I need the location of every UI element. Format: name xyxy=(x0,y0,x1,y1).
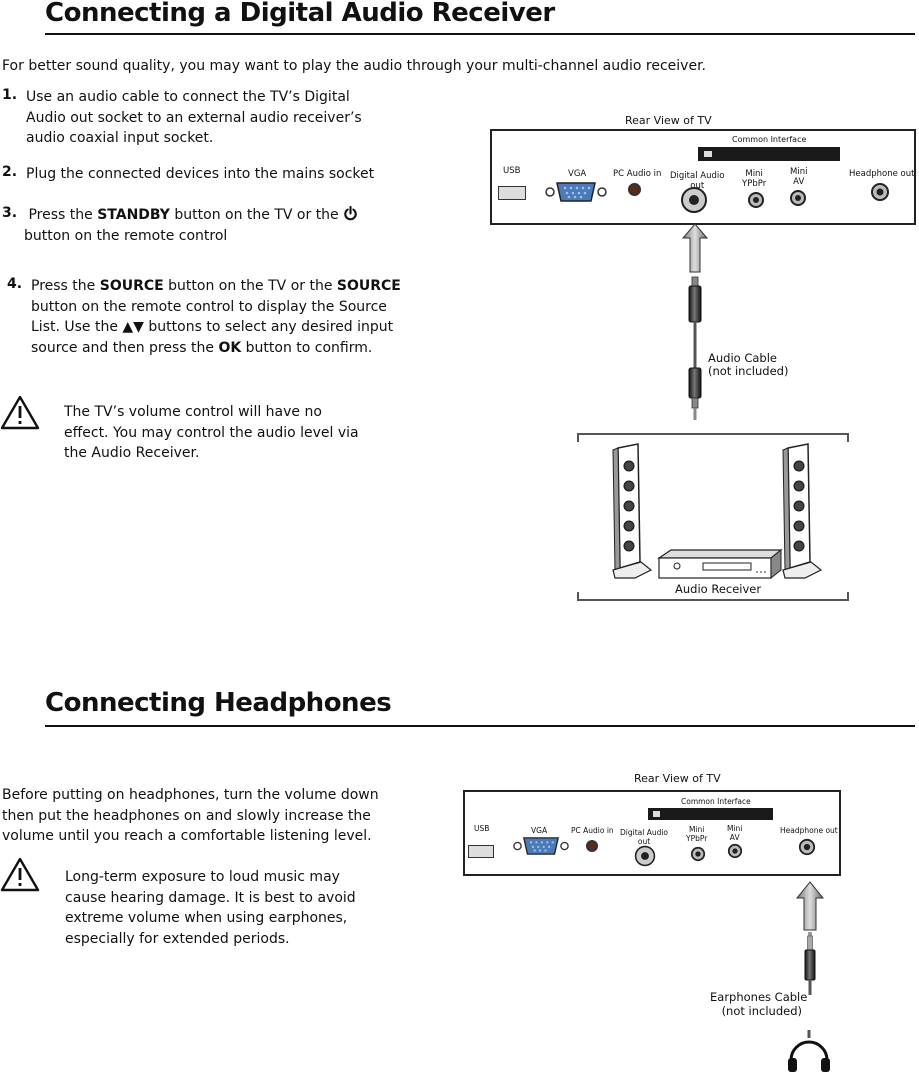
warning-icon xyxy=(0,857,40,892)
step-1-text: Use an audio cable to connect the TV’s D… xyxy=(26,89,362,146)
common-interface-slot xyxy=(648,808,773,820)
vga-port xyxy=(545,182,607,202)
title-underline xyxy=(45,725,915,727)
step-number: 1. xyxy=(2,87,18,103)
digital-audio-port xyxy=(634,845,656,867)
vga-label: VGA xyxy=(531,826,548,835)
pc-audio-port xyxy=(628,183,641,196)
title-underline xyxy=(45,33,915,35)
headphone-out-label: Headphone out xyxy=(780,826,838,835)
audio-cable-label: Audio Cable(not included) xyxy=(708,351,789,378)
rear-view-label: Rear View of TV xyxy=(634,772,721,785)
step-2-text: Plug the connected devices into the main… xyxy=(26,166,375,182)
speaker-left xyxy=(612,443,653,579)
step-number: 3. xyxy=(2,205,18,221)
standby-label: STANDBY xyxy=(97,207,170,223)
common-interface-label: Common Interface xyxy=(681,797,751,806)
power-icon xyxy=(344,205,357,221)
warning-text: The TV’s volume control will have no eff… xyxy=(64,404,359,461)
usb-port xyxy=(468,845,494,858)
usb-label: USB xyxy=(503,166,521,176)
mini-ypbpr-port xyxy=(690,846,706,862)
vga-label: VGA xyxy=(568,169,587,179)
step-number: 2. xyxy=(2,164,18,180)
headphone-out-label: Headphone out xyxy=(849,169,915,179)
pc-audio-label: PC Audio in xyxy=(571,826,614,835)
receiver-box xyxy=(657,548,783,580)
rear-view-label: Rear View of TV xyxy=(625,114,712,127)
audio-receiver-illustration xyxy=(577,433,849,601)
mini-av-port xyxy=(790,190,806,206)
pc-audio-port xyxy=(586,840,598,852)
headphone-out-port xyxy=(871,183,889,201)
headphones-intro-text: Before putting on headphones, turn the v… xyxy=(2,787,379,844)
mini-av-port xyxy=(727,843,743,859)
usb-label: USB xyxy=(474,824,490,833)
mini-ypbpr-port xyxy=(748,192,764,208)
step-number: 4. xyxy=(7,276,23,292)
step-3-text: Press the STANDBY button on the TV or th… xyxy=(24,205,374,246)
warning-icon xyxy=(0,395,40,430)
section-title-audio-receiver: Connecting a Digital Audio Receiver xyxy=(45,0,555,28)
audio-receiver-label: Audio Receiver xyxy=(675,582,762,596)
audio-cable xyxy=(681,223,709,420)
up-down-arrows-icon: ▲▼ xyxy=(122,319,144,335)
hearing-warning-text: Long-term exposure to loud music may cau… xyxy=(65,869,356,947)
common-interface-slot xyxy=(698,147,840,161)
earphones-cable-label: Earphones Cable(not included) xyxy=(710,990,808,1018)
common-interface-label: Common Interface xyxy=(732,135,807,144)
tv-rear-panel xyxy=(490,129,916,225)
usb-port xyxy=(498,186,526,200)
headphones-icon xyxy=(788,1030,830,1072)
step-4-text: Press the SOURCE button on the TV or the… xyxy=(31,278,401,356)
headphone-out-port xyxy=(798,838,816,856)
pc-audio-label: PC Audio in xyxy=(613,169,662,179)
digital-audio-port xyxy=(681,187,707,213)
earphones-cable xyxy=(795,881,825,995)
vga-port xyxy=(513,837,569,855)
tv-rear-panel xyxy=(463,790,841,876)
intro-text: For better sound quality, you may want t… xyxy=(2,58,706,74)
section-title-headphones: Connecting Headphones xyxy=(45,688,392,718)
speaker-right xyxy=(782,443,823,579)
